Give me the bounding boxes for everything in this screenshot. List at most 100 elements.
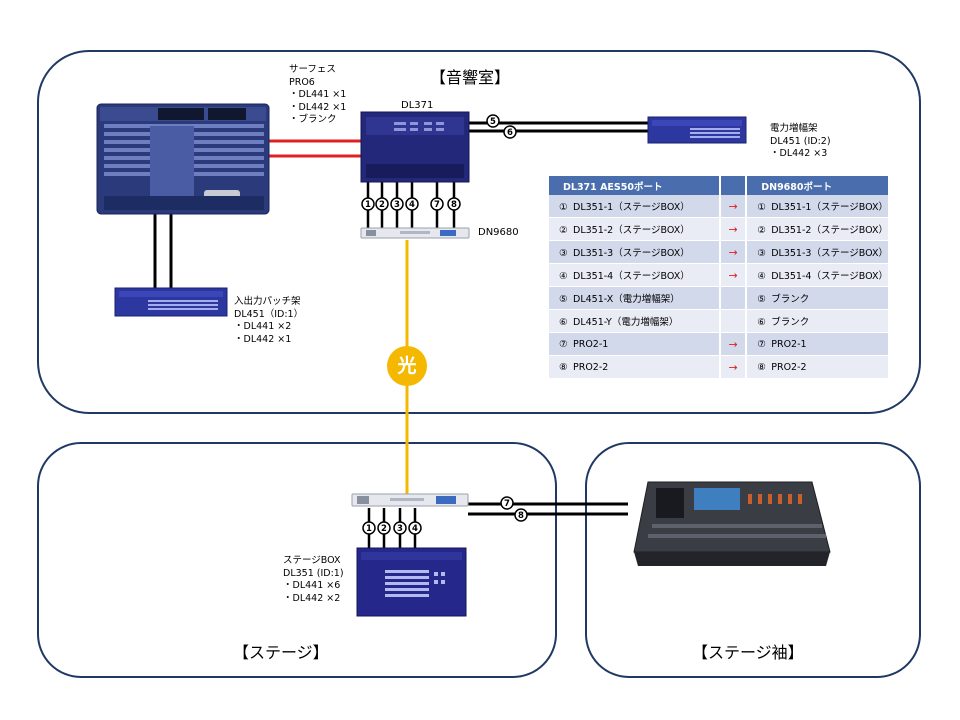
port-mapping-table: DL371 AES50ポート DN9680ポート ① DL351-1（ステージBO… xyxy=(549,176,888,379)
right-port-cell: ⑤ ブランク xyxy=(746,286,888,310)
left-port-number: ⑥ xyxy=(559,317,568,328)
note-line: ・DL442 ×3 xyxy=(770,148,828,159)
right-port-label: PRO2-1 xyxy=(771,338,807,350)
left-port-label: DL351-2（ステージBOX） xyxy=(573,225,690,236)
pro6-surface-image xyxy=(96,103,270,215)
stage-wing-region xyxy=(585,442,921,678)
note-line: ・DL441 ×1 xyxy=(289,89,347,100)
right-port-number: ⑤ xyxy=(757,294,766,305)
note-line: ・DL441 ×6 xyxy=(283,580,341,591)
mapping-arrow: → xyxy=(718,195,748,218)
left-port-label: DL351-1（ステージBOX） xyxy=(573,202,690,213)
power-amp-note: 電力増幅架 DL451 (ID:2) ・DL442 ×3 xyxy=(770,123,831,161)
conn-label: 1 xyxy=(366,524,372,534)
right-port-number: ⑧ xyxy=(757,361,766,373)
dl371-label: DL371 xyxy=(401,100,434,111)
mapping-arrow: → xyxy=(718,240,748,264)
surface-note: サーフェス PRO6 ・DL441 ×1 ・DL442 ×1 ・ブランク xyxy=(289,64,346,127)
note-line: ステージBOX xyxy=(283,555,341,566)
mapping-arrow: → xyxy=(718,332,748,356)
right-port-cell: ② DL351-2（ステージBOX） xyxy=(746,217,888,241)
table-row: ③ DL351-3（ステージBOX） → ③ DL351-3（ステージBOX） xyxy=(549,240,888,264)
dn9680-stage-image xyxy=(351,493,469,507)
left-port-number: ③ xyxy=(559,248,568,259)
left-port-label: DL451-X（電力増幅架） xyxy=(573,294,680,305)
mapping-arrow: → xyxy=(718,355,748,379)
note-line: DL451（ID:1） xyxy=(234,308,304,320)
left-port-number: ② xyxy=(559,225,568,236)
conn-label: 5 xyxy=(490,117,496,127)
note-line: 電力増幅架 xyxy=(770,123,818,134)
mapping-arrow: → xyxy=(718,217,748,241)
conn-label: 8 xyxy=(518,511,524,521)
conn-label: 4 xyxy=(412,524,418,534)
note-line: PRO6 xyxy=(289,76,315,88)
right-port-cell: ⑧ PRO2-2 xyxy=(746,355,888,379)
note-line: DL351 (ID:1) xyxy=(283,567,344,579)
left-port-label: DL451-Y（電力増幅架） xyxy=(573,317,679,328)
left-port-label: DL351-3（ステージBOX） xyxy=(573,248,690,259)
pro2-console-image xyxy=(633,481,831,566)
optical-badge: 光 xyxy=(387,346,427,386)
left-port-cell: ⑦ PRO2-1 xyxy=(549,332,720,356)
header-dl371: DL371 AES50ポート xyxy=(549,176,721,195)
left-port-cell: ① DL351-1（ステージBOX） xyxy=(549,195,720,218)
conn-label: 3 xyxy=(397,524,403,534)
right-port-label: DL351-4（ステージBOX） xyxy=(771,271,888,282)
right-port-number: ④ xyxy=(757,271,766,282)
stage-down-links xyxy=(367,508,417,548)
note-line: ・DL442 ×1 xyxy=(234,333,292,345)
left-port-label: DL351-4（ステージBOX） xyxy=(573,271,690,282)
mapping-arrow xyxy=(718,286,748,310)
left-port-cell: ③ DL351-3（ステージBOX） xyxy=(549,240,720,264)
patch-rack-image xyxy=(114,287,228,317)
conn-label: 8 xyxy=(451,200,457,210)
header-dn9680: DN9680ポート xyxy=(746,176,888,195)
mapping-arrow xyxy=(718,309,748,333)
note-line: ・DL442 ×1 xyxy=(289,101,347,113)
mapping-arrow: → xyxy=(718,263,748,287)
right-port-label: PRO2-2 xyxy=(771,361,807,373)
stage-right-connectors xyxy=(500,496,528,522)
note-line: 入出力パッチ架 xyxy=(234,296,301,307)
dl371-down-connectors xyxy=(361,197,461,211)
right-port-number: ③ xyxy=(757,248,766,259)
left-port-number: ⑦ xyxy=(559,338,568,350)
right-port-label: DL351-2（ステージBOX） xyxy=(771,225,888,236)
right-port-label: DL351-3（ステージBOX） xyxy=(771,248,888,259)
left-port-label: PRO2-2 xyxy=(573,361,609,373)
conn-label: 3 xyxy=(394,200,400,210)
conn-label: 4 xyxy=(409,200,415,210)
control-room-region xyxy=(37,50,921,414)
dn9680-control-image xyxy=(360,227,470,239)
note-line: ・DL442 ×2 xyxy=(283,592,341,604)
table-row: ② DL351-2（ステージBOX） → ② DL351-2（ステージBOX） xyxy=(549,217,888,241)
conn-label: 2 xyxy=(381,524,387,534)
stage-wing-title: 【ステージ袖】 xyxy=(692,643,804,662)
right-port-label: ブランク xyxy=(771,294,810,305)
note-line: サーフェス xyxy=(289,64,336,75)
left-port-number: ① xyxy=(559,202,568,213)
dn9680-label: DN9680 xyxy=(478,227,519,238)
right-port-number: ② xyxy=(757,225,766,236)
right-port-number: ① xyxy=(757,202,766,213)
left-port-label: PRO2-1 xyxy=(573,338,609,350)
conn-label: 7 xyxy=(434,200,440,210)
patch-rack-note: 入出力パッチ架 DL451（ID:1） ・DL441 ×2 ・DL442 ×1 xyxy=(234,296,303,346)
note-line: DL451 (ID:2) xyxy=(770,135,831,147)
note-line: ・DL441 ×2 xyxy=(234,321,292,332)
table-header-row: DL371 AES50ポート DN9680ポート xyxy=(549,176,888,195)
stage-title: 【ステージ】 xyxy=(233,643,329,662)
left-port-cell: ⑥ DL451-Y（電力増幅架） xyxy=(549,309,720,333)
dl371-right-connectors xyxy=(486,114,517,139)
